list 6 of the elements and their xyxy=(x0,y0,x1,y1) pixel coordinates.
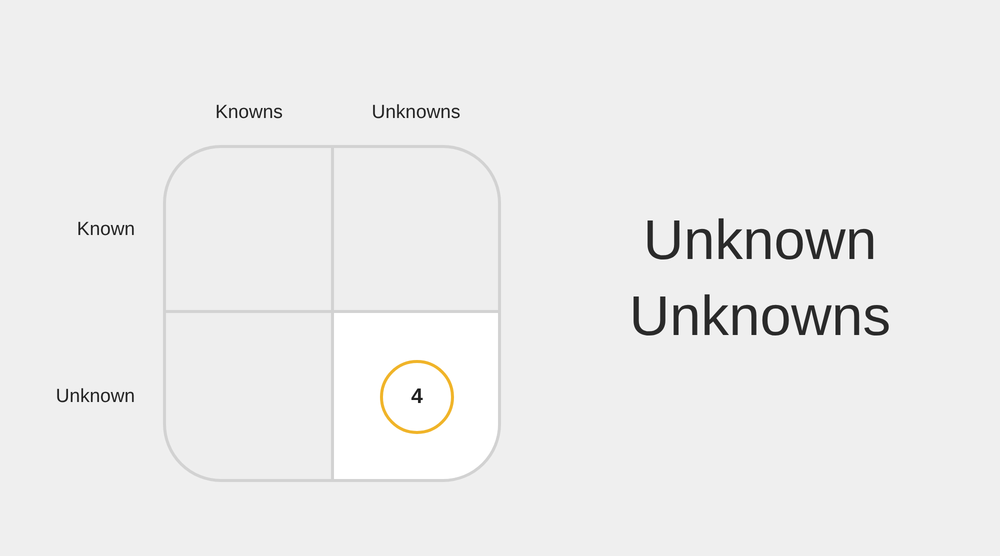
column-header: Unknowns xyxy=(370,101,462,125)
row-header: Unknown xyxy=(54,385,135,409)
numbered-circle: 4 xyxy=(380,360,454,434)
row-header: Known xyxy=(76,218,135,242)
column-header: Knowns xyxy=(214,101,284,125)
title-heading: Unknown Unknowns xyxy=(628,207,892,349)
